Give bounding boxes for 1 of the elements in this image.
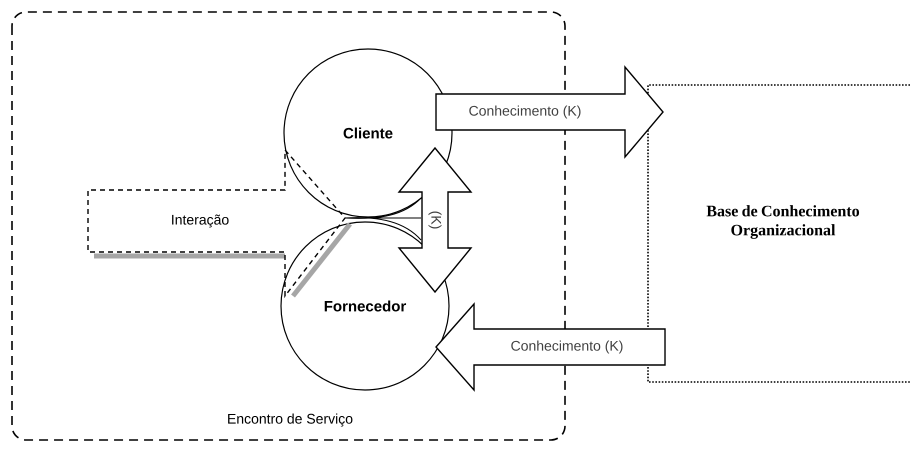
- dotted-box: Base de Conhecimento Organizacional: [647, 84, 910, 383]
